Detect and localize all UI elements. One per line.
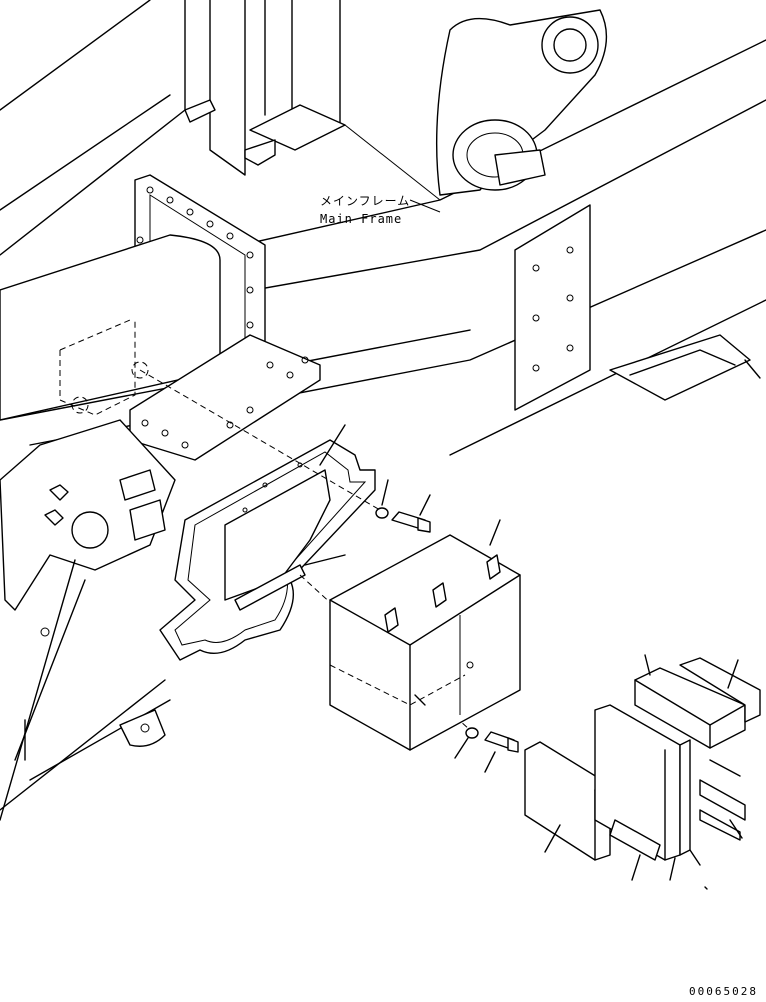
main-frame	[0, 0, 766, 821]
callout-leader	[344, 124, 441, 201]
battery-pack	[524, 654, 761, 890]
gasket	[159, 424, 376, 661]
main-frame-label-ja: メインフレーム	[320, 194, 411, 208]
washer-bolt-upper	[375, 479, 431, 533]
callout-leader-2	[409, 199, 441, 213]
drawing-code: 00065028	[689, 985, 758, 998]
washer-bolt-lower	[454, 727, 519, 773]
leader	[304, 554, 346, 566]
main-frame-label-en: Main Frame	[320, 212, 403, 226]
battery-box	[329, 519, 521, 751]
